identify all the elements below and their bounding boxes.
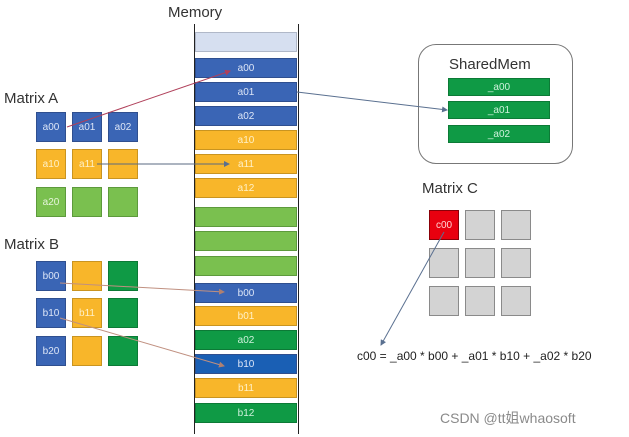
arrow-a00-to-memory — [66, 69, 231, 128]
memory-row — [195, 231, 297, 251]
arrow-memory-to-sharedmem — [296, 91, 448, 113]
memory-row: a11 — [195, 154, 297, 174]
matrix-c-cell — [465, 248, 495, 278]
memory-row: b00 — [195, 283, 297, 303]
shared-mem-row: _a01 — [448, 101, 550, 119]
arrow-b00-to-memory — [59, 282, 225, 295]
matrix-b-cell — [72, 261, 102, 291]
memory-row: a01 — [195, 82, 297, 102]
memory-row — [195, 256, 297, 276]
memory-row: b11 — [195, 378, 297, 398]
memory-row: a00 — [195, 58, 297, 78]
matrix-b-title: Matrix B — [4, 236, 60, 253]
memory-row — [195, 207, 297, 227]
memory-row: a02 — [195, 330, 297, 350]
arrow-c00-to-formula — [380, 231, 445, 346]
matrix-b-cell — [108, 336, 138, 366]
shared-mem-row: _a00 — [448, 78, 550, 96]
shared-mem-title: SharedMem — [449, 56, 531, 73]
matrix-b-cell — [72, 336, 102, 366]
matrix-c-cell — [465, 210, 495, 240]
memory-row: a02 — [195, 106, 297, 126]
matrix-c-title: Matrix C — [422, 180, 478, 197]
memory-row: a10 — [195, 130, 297, 150]
memory-title: Memory — [168, 4, 223, 21]
matrix-c-cell — [501, 210, 531, 240]
memory-row: a12 — [195, 178, 297, 198]
matrix-b-cell: b10 — [36, 298, 66, 328]
shared-mem-box — [418, 44, 573, 164]
matrix-c-cell — [501, 248, 531, 278]
matrix-a-cell — [72, 187, 102, 217]
matrix-c-cell — [501, 286, 531, 316]
memory-row: b10 — [195, 354, 297, 374]
memory-row: b01 — [195, 306, 297, 326]
matrix-a-cell: a20 — [36, 187, 66, 217]
matrix-b-cell — [108, 298, 138, 328]
memory-row — [195, 32, 297, 52]
matrix-a-cell — [108, 187, 138, 217]
memory-row: b12 — [195, 403, 297, 423]
matrix-c-cell — [429, 286, 459, 316]
matrix-c-cell: c00 — [429, 210, 459, 240]
arrow-b10-to-memory — [59, 317, 225, 368]
memory-column — [194, 24, 299, 434]
watermark: CSDN @tt姐whaosoft — [440, 410, 576, 426]
formula: c00 = _a00 * b00 + _a01 * b10 + _a02 * b… — [357, 349, 592, 363]
matrix-a-cell: a02 — [108, 112, 138, 142]
matrix-c-cell — [465, 286, 495, 316]
matrix-a-title: Matrix A — [4, 90, 59, 107]
matrix-b-cell: b20 — [36, 336, 66, 366]
matrix-a-cell: a00 — [36, 112, 66, 142]
shared-mem-row: _a02 — [448, 125, 550, 143]
matrix-c-cell — [429, 248, 459, 278]
matrix-a-cell: a10 — [36, 149, 66, 179]
matrix-b-cell: b00 — [36, 261, 66, 291]
